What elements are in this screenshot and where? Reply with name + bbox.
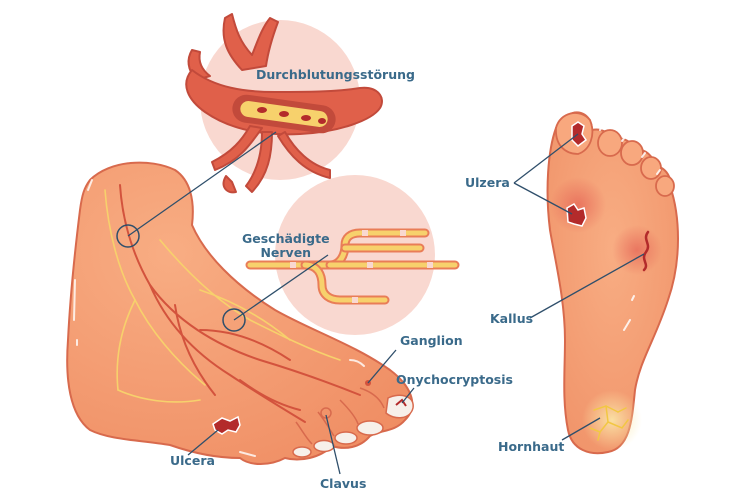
label-hornhaut: Hornhaut bbox=[498, 439, 565, 454]
label-clavus: Clavus bbox=[320, 476, 367, 491]
label-kallus: Kallus bbox=[490, 311, 534, 326]
label-durchblutungsstoerung: Durchblutungsstörung bbox=[256, 67, 415, 82]
vessel-cross-section bbox=[232, 94, 336, 134]
label-nerven-line1: Geschädigte bbox=[242, 231, 330, 246]
label-ulzera-right: Ulzera bbox=[465, 175, 510, 190]
side-foot bbox=[66, 161, 414, 465]
leader-lines bbox=[116, 131, 645, 475]
label-nerven-line2: Nerven bbox=[260, 245, 312, 260]
nerve-icon bbox=[245, 228, 460, 305]
label-ulcera-left: Ulcera bbox=[170, 453, 215, 468]
label-ganglion: Ganglion bbox=[400, 333, 463, 348]
sole-foot bbox=[546, 111, 679, 455]
label-onychocryptosis: Onychocryptosis bbox=[396, 372, 513, 387]
ulcer-side bbox=[212, 415, 241, 435]
label-geschaedigte-nerven: Geschädigte Nerven bbox=[242, 232, 330, 260]
